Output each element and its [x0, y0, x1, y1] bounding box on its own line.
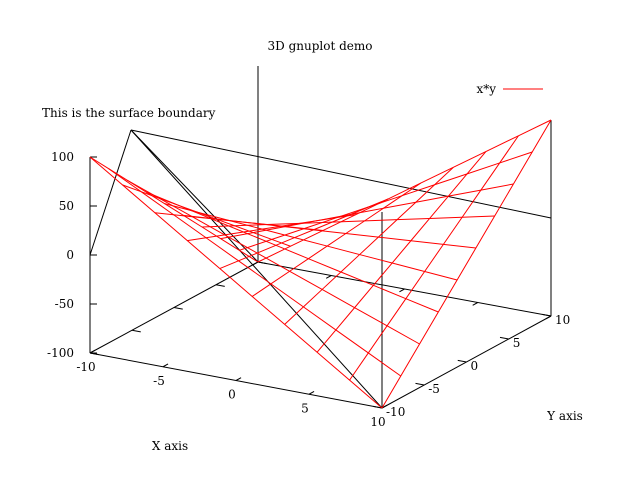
y-tick-mark	[457, 359, 467, 363]
z-tick-label: -100	[47, 346, 74, 360]
legend-entry-label: x*y	[476, 82, 496, 96]
z-tick-label: 0	[66, 248, 74, 262]
surface-line-x	[122, 184, 291, 247]
x-tick-mark	[235, 377, 242, 381]
y-tick-label: 5	[513, 336, 521, 350]
surface-line-y	[183, 214, 476, 249]
x-tick-mark	[252, 261, 259, 266]
y-tick-mark	[131, 329, 141, 333]
surface-line-x	[316, 151, 487, 353]
x-tick-mark	[325, 275, 332, 279]
surface-line-x	[89, 156, 259, 263]
surface-line-x	[381, 119, 552, 409]
annotation-arrow	[130, 129, 552, 219]
y-tick-mark	[499, 336, 509, 340]
y-tick-mark	[257, 261, 267, 265]
surface-line-x	[219, 198, 389, 270]
surface-line-y	[257, 119, 552, 263]
annotation-arrow	[89, 129, 132, 256]
y-tick-label: 0	[471, 359, 479, 373]
surface-line-y	[164, 203, 458, 281]
y-tick-label: -5	[428, 382, 440, 396]
x-tick-mark	[162, 363, 169, 368]
surface-line-x	[251, 182, 422, 297]
annotation-arrow	[130, 129, 383, 409]
y-tick-mark	[215, 284, 225, 287]
z-tick-label: 50	[59, 199, 74, 213]
y-axis-label: Y axis	[546, 409, 583, 423]
surface-line-y	[201, 215, 495, 228]
x-tick-mark	[399, 288, 405, 293]
y-tick-mark	[173, 307, 183, 310]
surface-line-y	[89, 156, 383, 409]
x-tick-label: -5	[153, 374, 165, 388]
y-tick-mark	[373, 405, 383, 409]
annotation-arrow	[130, 129, 259, 263]
x-tick-label: 10	[370, 415, 385, 429]
surface-line-y	[127, 179, 420, 345]
y-tick-label: -10	[386, 405, 405, 419]
x-tick-mark	[545, 315, 552, 320]
surface-mesh	[89, 119, 552, 409]
surface-line-x	[284, 166, 454, 325]
y-tick-mark	[542, 313, 552, 317]
surface-line-x	[349, 135, 519, 381]
x-tick-mark	[308, 391, 315, 395]
z-tick-label: -50	[55, 297, 74, 311]
y-tick-label: 10	[555, 313, 570, 327]
z-tick-label: 100	[51, 150, 74, 164]
annotation-arrows	[89, 129, 552, 409]
x-axis-label: X axis	[152, 439, 188, 453]
surface-line-y	[220, 183, 514, 240]
x-tick-label: 0	[228, 388, 236, 402]
x-tick-mark	[472, 302, 478, 306]
annotation-label: This is the surface boundary	[42, 106, 216, 120]
surface-line-y	[239, 151, 533, 251]
x-tick-label: 5	[301, 401, 309, 415]
surface-line-y	[108, 168, 402, 377]
x-tick-label: -10	[76, 360, 95, 374]
y-tick-mark	[415, 382, 425, 386]
chart-title: 3D gnuplot demo	[268, 39, 373, 53]
